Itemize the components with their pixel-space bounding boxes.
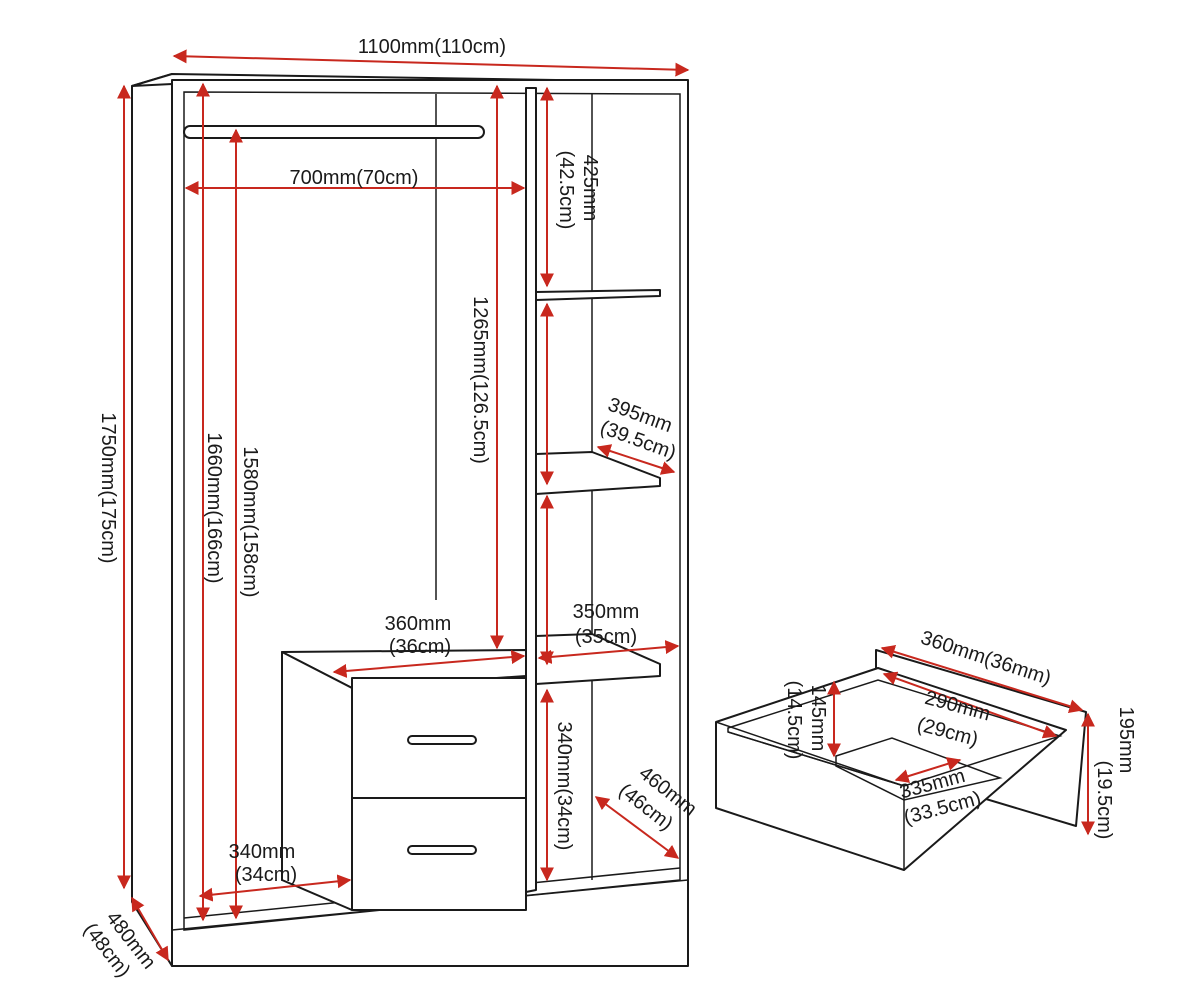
label-bottom-shelf-height: 340mm(34cm) — [553, 722, 575, 851]
label-drawer-unit-width-a: 360mm — [385, 613, 452, 635]
wardrobe-divider — [525, 87, 537, 893]
label-shelf-top-b: (42.5cm) — [555, 151, 577, 230]
label-inner-height-1660: 1660mm(166cm) — [203, 432, 225, 583]
dim-inner-depth — [594, 796, 680, 859]
drawer-unit — [281, 649, 527, 911]
dim-floor-depth — [198, 874, 352, 902]
label-hanging-height: 1265mm(126.5cm) — [469, 296, 491, 464]
label-shelf-width-b: (35cm) — [575, 626, 637, 648]
dim-total-width — [172, 49, 690, 77]
hanging-rail — [183, 125, 485, 139]
label-width-total: 1100mm(110cm) — [358, 36, 506, 58]
drawer-box-floor — [835, 737, 1003, 801]
wardrobe — [131, 73, 689, 967]
label-height-total: 1750mm(175cm) — [97, 412, 119, 563]
label-hanging-width: 700mm(70cm) — [290, 167, 419, 189]
drawer-box-inner — [727, 679, 1063, 787]
shelf-1 — [535, 289, 661, 301]
drawer-inner-front-edge — [727, 731, 905, 787]
label-shelf-top-a: 425mm — [579, 155, 601, 222]
drawer-top-handle — [407, 735, 477, 745]
dimension-labels: 1100mm(110cm) 700mm(70cm) 1750mm(175cm) … — [79, 36, 1137, 982]
dim-shelf-width — [537, 640, 680, 664]
dimension-lines — [117, 49, 1095, 962]
label-drawer-height-a: 195mm — [1115, 707, 1137, 774]
wardrobe-left-side — [131, 73, 173, 967]
drawer-bottom-handle — [407, 845, 477, 855]
label-drawer-height-b: (19.5cm) — [1093, 761, 1115, 840]
label-drawer-unit-width-b: (36cm) — [389, 636, 451, 658]
label-shelf-width-a: 350mm — [573, 601, 640, 623]
label-drawer-inner-h-a: 145mm — [807, 685, 829, 752]
wardrobe-inner-back — [183, 91, 681, 931]
dim-drawer-inner-width — [882, 671, 1058, 739]
dim-drawer-inner-depth — [894, 757, 962, 783]
label-drawer-inner-h-b: (14.5cm) — [783, 681, 805, 760]
dim-drawer-unit-width — [332, 650, 526, 678]
dim-total-depth — [131, 896, 169, 962]
label-floor-depth-b: (34cm) — [235, 864, 297, 886]
dim-shelf-depth — [596, 444, 676, 475]
label-inner-height-1580: 1580mm(158cm) — [239, 446, 261, 597]
drawer-rim-edge — [715, 721, 905, 787]
label-floor-depth-a: 340mm — [229, 841, 296, 863]
